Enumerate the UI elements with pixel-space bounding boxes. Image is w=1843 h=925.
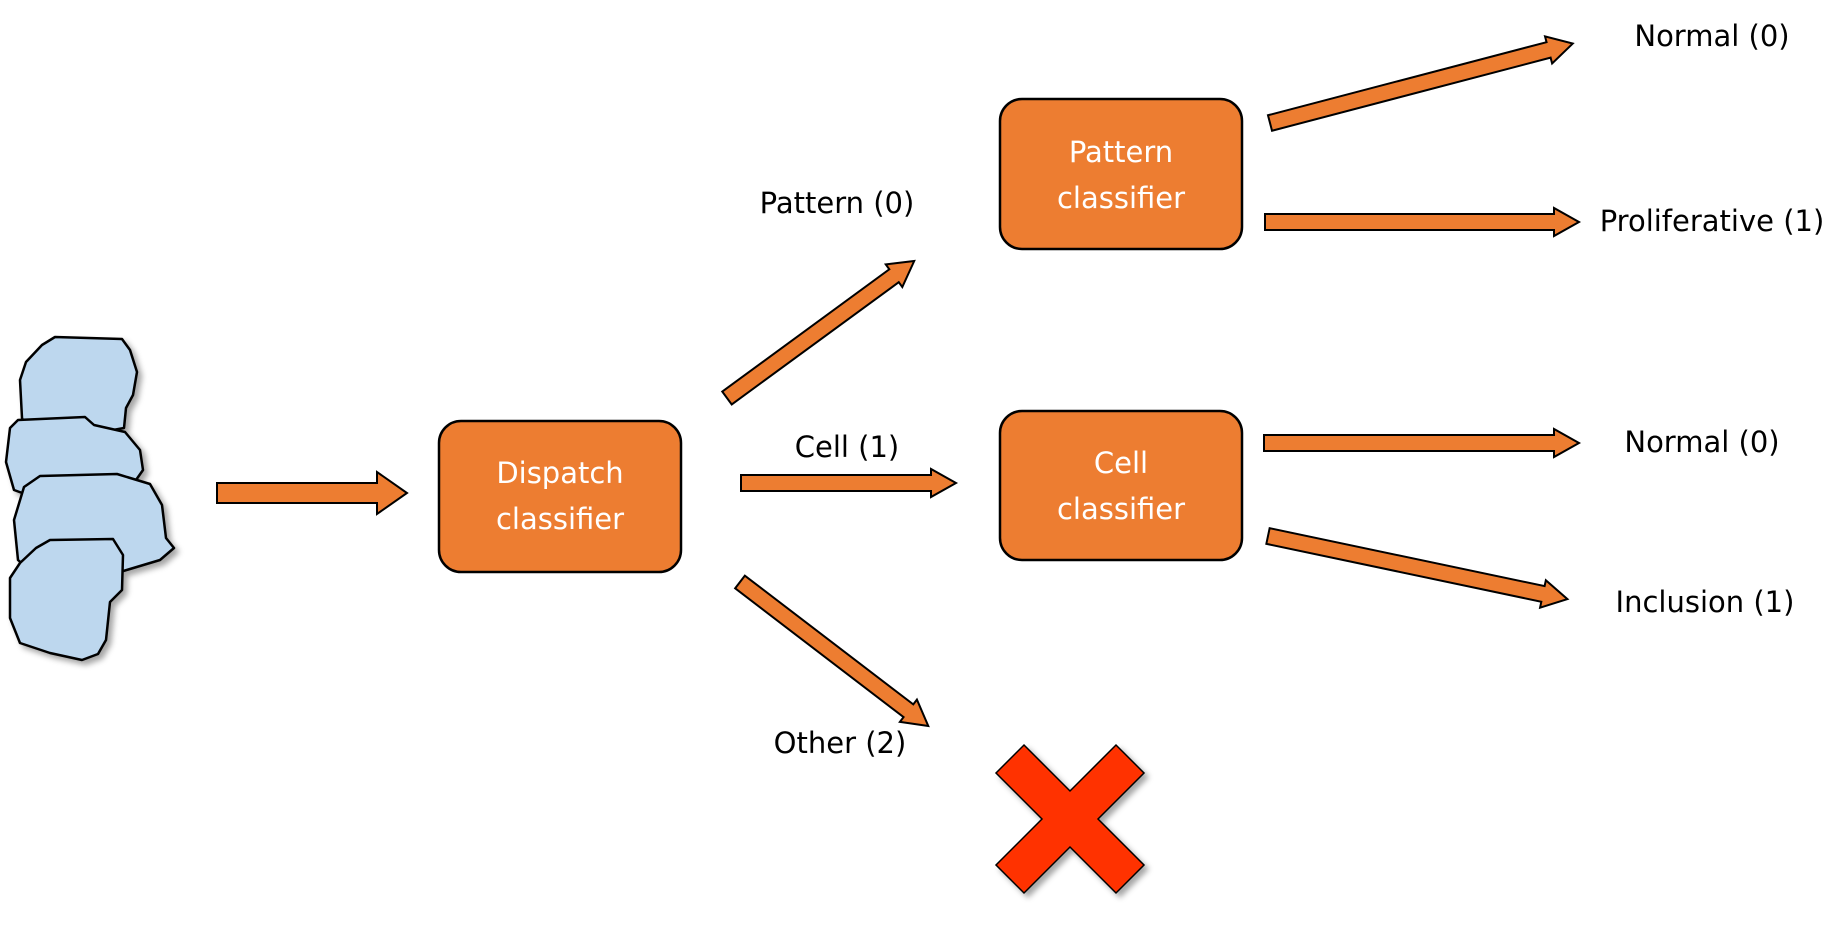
arrows bbox=[216, 34, 1582, 728]
output-cell-inclusion: Inclusion (1) bbox=[1616, 585, 1795, 619]
cell-classifier-box: Cell classifier bbox=[998, 409, 1244, 562]
dispatch-line1: Dispatch bbox=[496, 456, 623, 490]
stacked-cell-samples-icon bbox=[4, 335, 176, 662]
input-arrow bbox=[216, 470, 409, 516]
output-cell-normal: Normal (0) bbox=[1624, 425, 1779, 459]
pattern-branch-arrow bbox=[720, 259, 916, 406]
pattern-classifier-box: Pattern classifier bbox=[998, 97, 1244, 251]
cell-sample-1-icon bbox=[18, 335, 139, 434]
cell-normal-arrow bbox=[1263, 427, 1582, 459]
branch-label-pattern: Pattern (0) bbox=[760, 186, 915, 220]
pattern-line1: Pattern bbox=[1069, 135, 1173, 169]
cell-inclusion-arrow bbox=[1265, 526, 1570, 610]
pattern-normal-arrow bbox=[1266, 34, 1575, 132]
cell-line1: Cell bbox=[1094, 446, 1148, 480]
pattern-line2: classifier bbox=[1057, 181, 1185, 215]
cell-sample-4-icon bbox=[8, 537, 125, 662]
other-branch-arrow bbox=[733, 574, 930, 728]
cell-line2: classifier bbox=[1057, 492, 1185, 526]
cell-branch-arrow bbox=[740, 467, 959, 499]
output-pattern-normal: Normal (0) bbox=[1634, 19, 1789, 53]
output-pattern-proliferative: Proliferative (1) bbox=[1600, 204, 1825, 238]
branch-label-cell: Cell (1) bbox=[795, 430, 900, 464]
red-x-icon bbox=[994, 743, 1146, 895]
branch-label-other: Other (2) bbox=[774, 726, 907, 760]
dispatch-classifier-box: Dispatch classifier bbox=[437, 419, 683, 574]
pattern-proliferative-arrow bbox=[1264, 206, 1582, 238]
dispatch-line2: classifier bbox=[496, 502, 624, 536]
